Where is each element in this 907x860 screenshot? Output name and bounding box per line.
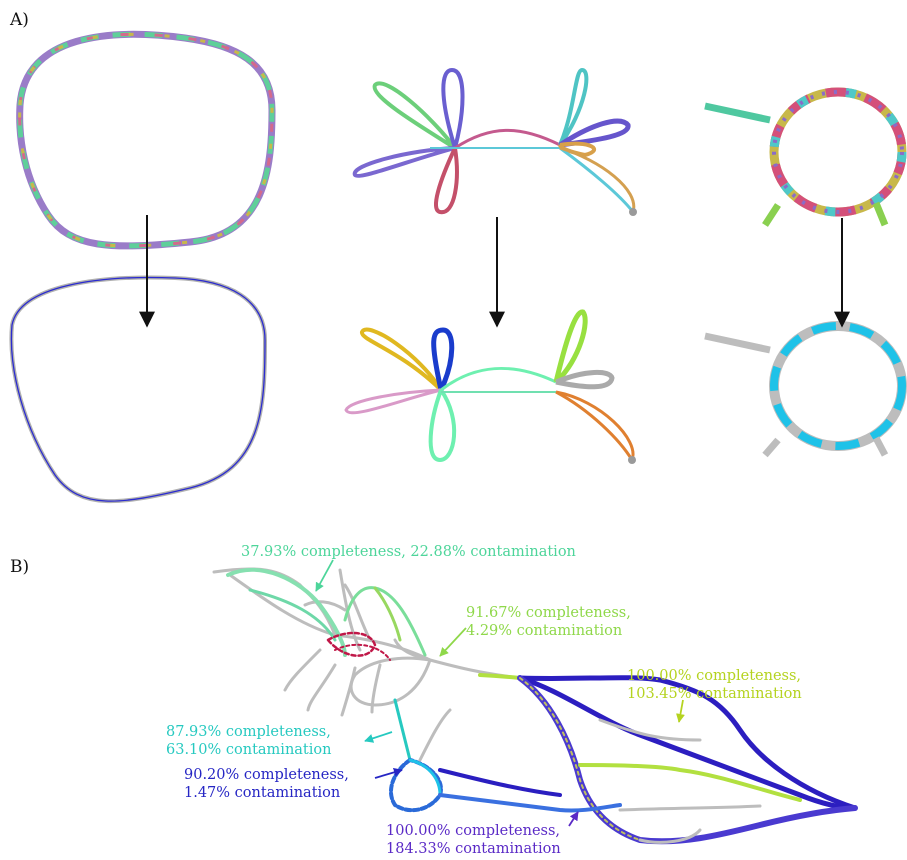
annotation-6-line1: 100.00% completeness, bbox=[386, 822, 561, 840]
a-graph-1-after bbox=[11, 278, 265, 502]
annotation-4: 87.93% completeness, 63.10% contaminatio… bbox=[166, 723, 331, 759]
annotation-5-line1: 90.20% completeness, bbox=[184, 766, 349, 784]
a-graph-3-before bbox=[705, 92, 902, 225]
a-graph-2-after bbox=[346, 312, 636, 464]
annotation-2-line1: 91.67% completeness, bbox=[466, 604, 631, 622]
annotation-4-line2: 63.10% contamination bbox=[166, 741, 331, 759]
a-graph-3-after bbox=[705, 326, 902, 455]
annotation-1: 37.93% completeness, 22.88% contaminatio… bbox=[241, 543, 576, 561]
annotation-2-line2: 4.29% contamination bbox=[466, 622, 631, 640]
annotation-5: 90.20% completeness, 1.47% contamination bbox=[184, 766, 349, 802]
annotation-4-line1: 87.93% completeness, bbox=[166, 723, 331, 741]
annotation-6-line2: 184.33% contamination bbox=[386, 840, 561, 858]
annotation-3-line2: 103.45% contamination bbox=[627, 685, 802, 703]
a-graph-1-before bbox=[20, 34, 272, 246]
annotation-2: 91.67% completeness, 4.29% contamination bbox=[466, 604, 631, 640]
annotation-6: 100.00% completeness, 184.33% contaminat… bbox=[386, 822, 561, 858]
annotation-1-line1: 37.93% completeness, 22.88% contaminatio… bbox=[241, 543, 576, 561]
annotation-3-line1: 100.00% completeness, bbox=[627, 667, 802, 685]
annotation-5-line2: 1.47% contamination bbox=[184, 784, 349, 802]
annotation-3: 100.00% completeness, 103.45% contaminat… bbox=[627, 667, 802, 703]
a-graph-2-before bbox=[355, 70, 637, 216]
